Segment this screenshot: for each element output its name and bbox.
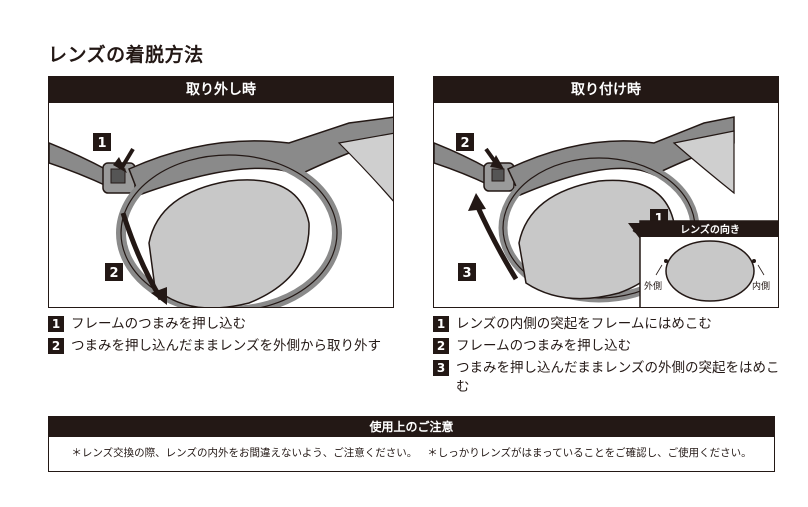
attach-step-3: 3 つまみを押し込んだままレンズの外側の突起をはめこむ: [433, 359, 783, 397]
inset-title: レンズの向き: [680, 223, 740, 236]
badge-3-label: 3: [462, 266, 471, 281]
badge-2: [456, 133, 474, 151]
attach-panel-header: 取り付け時: [434, 77, 778, 103]
badge-2-label: 2: [460, 136, 469, 151]
usage-notice: 使用上のご注意 ＊レンズ交換の際、レンズの内外をお間違えないよう、ご注意ください…: [48, 416, 775, 472]
badge-3: [458, 263, 476, 281]
step-number: 1: [48, 316, 64, 332]
removal-steps: 1 フレームのつまみを押し込む 2 つまみを押し込んだままレンズを外側から取り外…: [48, 315, 398, 359]
step-number: 3: [433, 360, 449, 376]
attach-step-1: 1 レンズの内側の突起をフレームにはめこむ: [433, 315, 783, 334]
step-text: フレームのつまみを押し込む: [456, 338, 632, 354]
step-text: フレームのつまみを押し込む: [71, 316, 247, 332]
badge-1: [93, 133, 111, 151]
step-text: つまみを押し込んだままレンズを外側から取り外す: [71, 338, 381, 354]
step-text: レンズの内側の突起をフレームにはめこむ: [456, 316, 712, 332]
page-title: レンズの着脱方法: [48, 44, 204, 66]
attach-step-2: 2 フレームのつまみを押し込む: [433, 337, 783, 356]
notice-body: ＊レンズ交換の際、レンズの内外をお間違えないよう、ご注意ください。 ＊しっかりレ…: [49, 437, 774, 470]
attach-illustration: 2 1 3 レンズの向き 外側 内側: [434, 116, 778, 307]
badge-1-label: 1: [654, 212, 663, 227]
removal-illustration: 1 2: [49, 116, 393, 307]
notice-item: ＊レンズ交換の際、レンズの内外をお間違えないよう、ご注意ください。: [71, 447, 418, 459]
step-number: 1: [433, 316, 449, 332]
step-number: 2: [48, 338, 64, 354]
attach-steps: 1 レンズの内側の突起をフレームにはめこむ 2 フレームのつまみを押し込む 3 …: [433, 315, 783, 400]
badge-2-label: 2: [109, 266, 118, 281]
step-text: つまみを押し込んだままレンズの外側の突起をはめこむ: [456, 360, 780, 395]
step-number: 2: [433, 338, 449, 354]
notice-header: 使用上のご注意: [49, 417, 774, 437]
badge-2: [105, 263, 123, 281]
notice-item: ＊しっかりレンズがはまっていることをご確認し、ご使用ください。: [427, 447, 752, 459]
removal-panel: 取り外し時 1 2: [48, 76, 394, 308]
removal-step-1: 1 フレームのつまみを押し込む: [48, 315, 398, 334]
removal-panel-header: 取り外し時: [49, 77, 393, 103]
removal-step-2: 2 つまみを押し込んだままレンズを外側から取り外す: [48, 337, 398, 356]
lens-orientation-inset: レンズの向き 外側 内側: [639, 220, 778, 307]
inset-outer-label: 外側: [644, 280, 662, 292]
inset-inner-label: 内側: [752, 280, 770, 292]
attach-panel: 取り付け時 2 1 3 レンズの向き: [433, 76, 779, 308]
badge-1-label: 1: [97, 136, 106, 151]
